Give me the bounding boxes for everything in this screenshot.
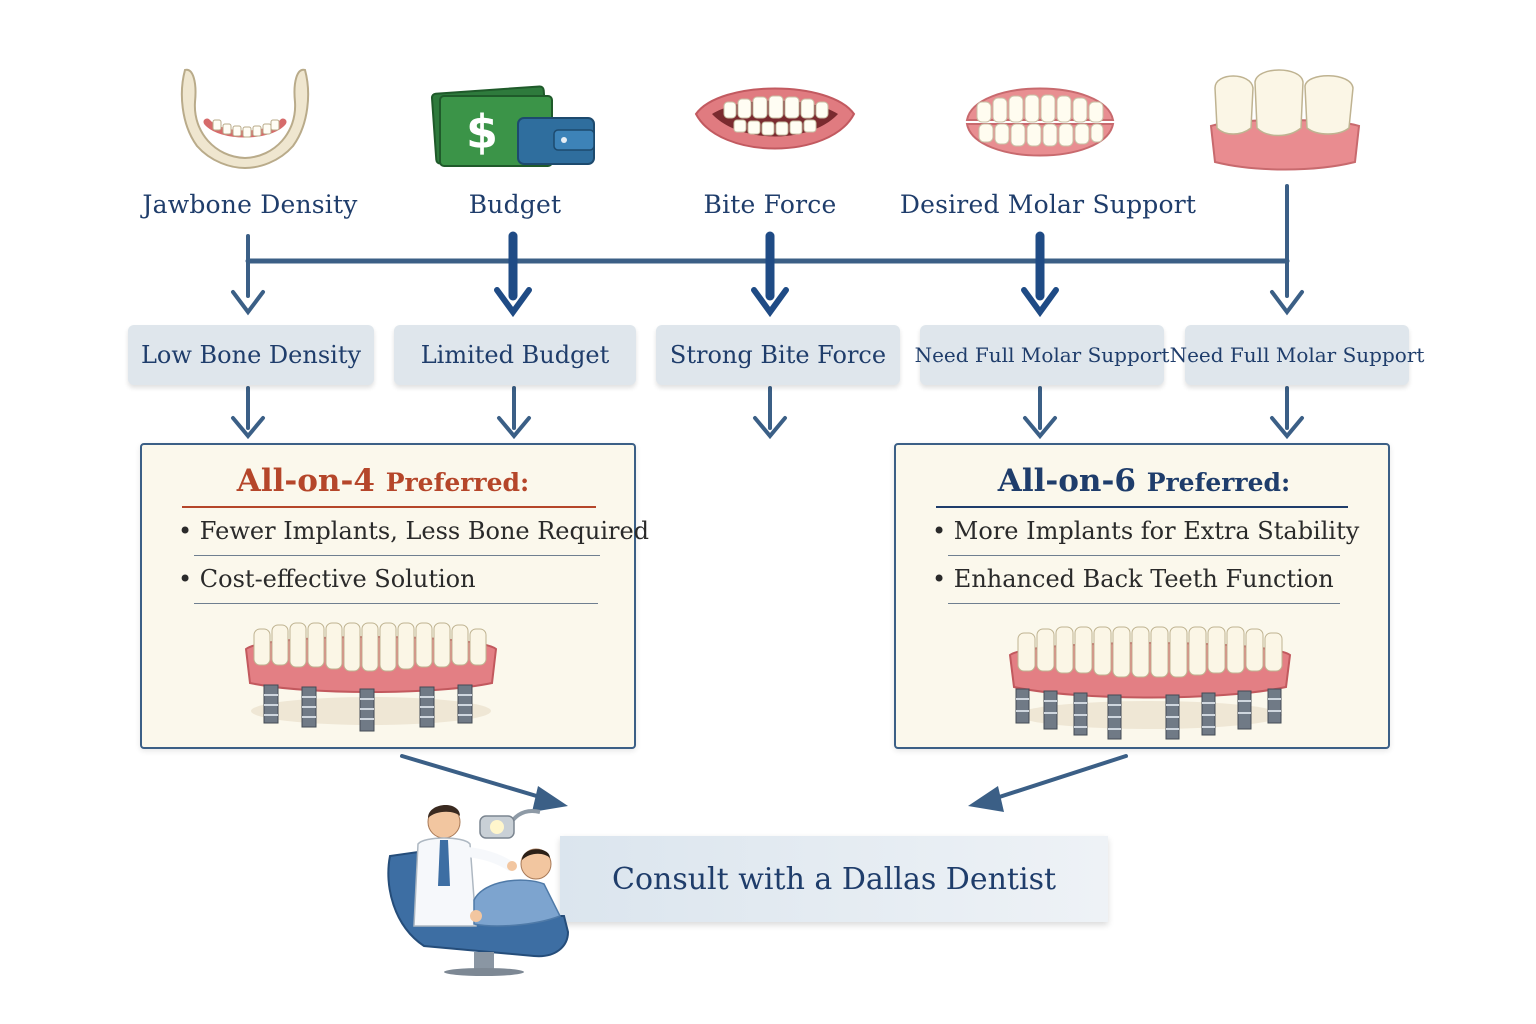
factor-label-bite: Bite Force xyxy=(703,190,837,219)
factor-label-budget: Budget xyxy=(468,190,562,219)
bullet-divider xyxy=(194,603,598,604)
factor-label-jawbone: Jawbone Density xyxy=(142,190,358,219)
all-on-6-title-rule xyxy=(936,506,1348,508)
all-on-4-title-main: All-on-4 xyxy=(236,463,375,499)
bullet-text: More Implants for Extra Stability xyxy=(953,517,1360,545)
all-on-4-implant-bridge-icon xyxy=(244,622,498,732)
consult-label: Consult with a Dallas Dentist xyxy=(612,861,1057,897)
all-on-4-panel: All-on-4 Preferred: • Fewer Implants, Le… xyxy=(140,443,649,749)
full-denture-icon xyxy=(965,87,1115,157)
all-on-6-panel: All-on-6 Preferred: • More Implants for … xyxy=(894,443,1390,749)
all-on-4-bullet-2: • Cost-effective Solution xyxy=(178,565,476,593)
bullet-dot: • xyxy=(178,517,200,545)
condition-full-molar-1: Need Full Molar Support xyxy=(915,325,1169,385)
condition-full-molar-2: Need Full Molar Support xyxy=(1170,325,1424,385)
molar-crown-icon xyxy=(1209,69,1361,171)
all-on-6-implant-bridge-icon xyxy=(1008,626,1292,740)
dentist-patient-icon xyxy=(387,804,570,976)
condition-limited-budget: Limited Budget xyxy=(394,325,636,385)
bullet-divider xyxy=(194,555,600,556)
bullet-text: Fewer Implants, Less Bone Required xyxy=(199,517,650,545)
consult-banner: Consult with a Dallas Dentist xyxy=(560,836,1108,922)
smile-icon xyxy=(694,87,856,150)
all-on-4-title-suffix: Preferred: xyxy=(385,468,530,497)
jawbone-icon xyxy=(180,68,310,170)
all-on-6-bullet-2: • Enhanced Back Teeth Function xyxy=(932,565,1334,593)
factor-label-molar: Desired Molar Support xyxy=(899,190,1197,219)
bullet-dot: • xyxy=(932,565,954,593)
all-on-6-title: All-on-6 Preferred: xyxy=(896,463,1388,499)
bullet-dot: • xyxy=(932,517,954,545)
money-wallet-icon: $ xyxy=(430,85,595,167)
condition-strong-bite: Strong Bite Force xyxy=(656,325,900,385)
svg-text:$: $ xyxy=(466,105,498,159)
all-on-4-bullet-1: • Fewer Implants, Less Bone Required xyxy=(178,517,649,545)
condition-low-bone: Low Bone Density xyxy=(128,325,374,385)
bullet-divider xyxy=(948,603,1340,604)
bullet-text: Enhanced Back Teeth Function xyxy=(953,565,1334,593)
all-on-6-bullet-1: • More Implants for Extra Stability xyxy=(932,517,1359,545)
bullet-dot: • xyxy=(178,565,200,593)
bullet-text: Cost-effective Solution xyxy=(199,565,476,593)
bullet-divider xyxy=(948,555,1340,556)
all-on-4-title-rule xyxy=(182,506,596,508)
all-on-6-title-main: All-on-6 xyxy=(997,463,1136,499)
all-on-4-title: All-on-4 Preferred: xyxy=(142,463,634,499)
all-on-6-title-suffix: Preferred: xyxy=(1146,468,1291,497)
